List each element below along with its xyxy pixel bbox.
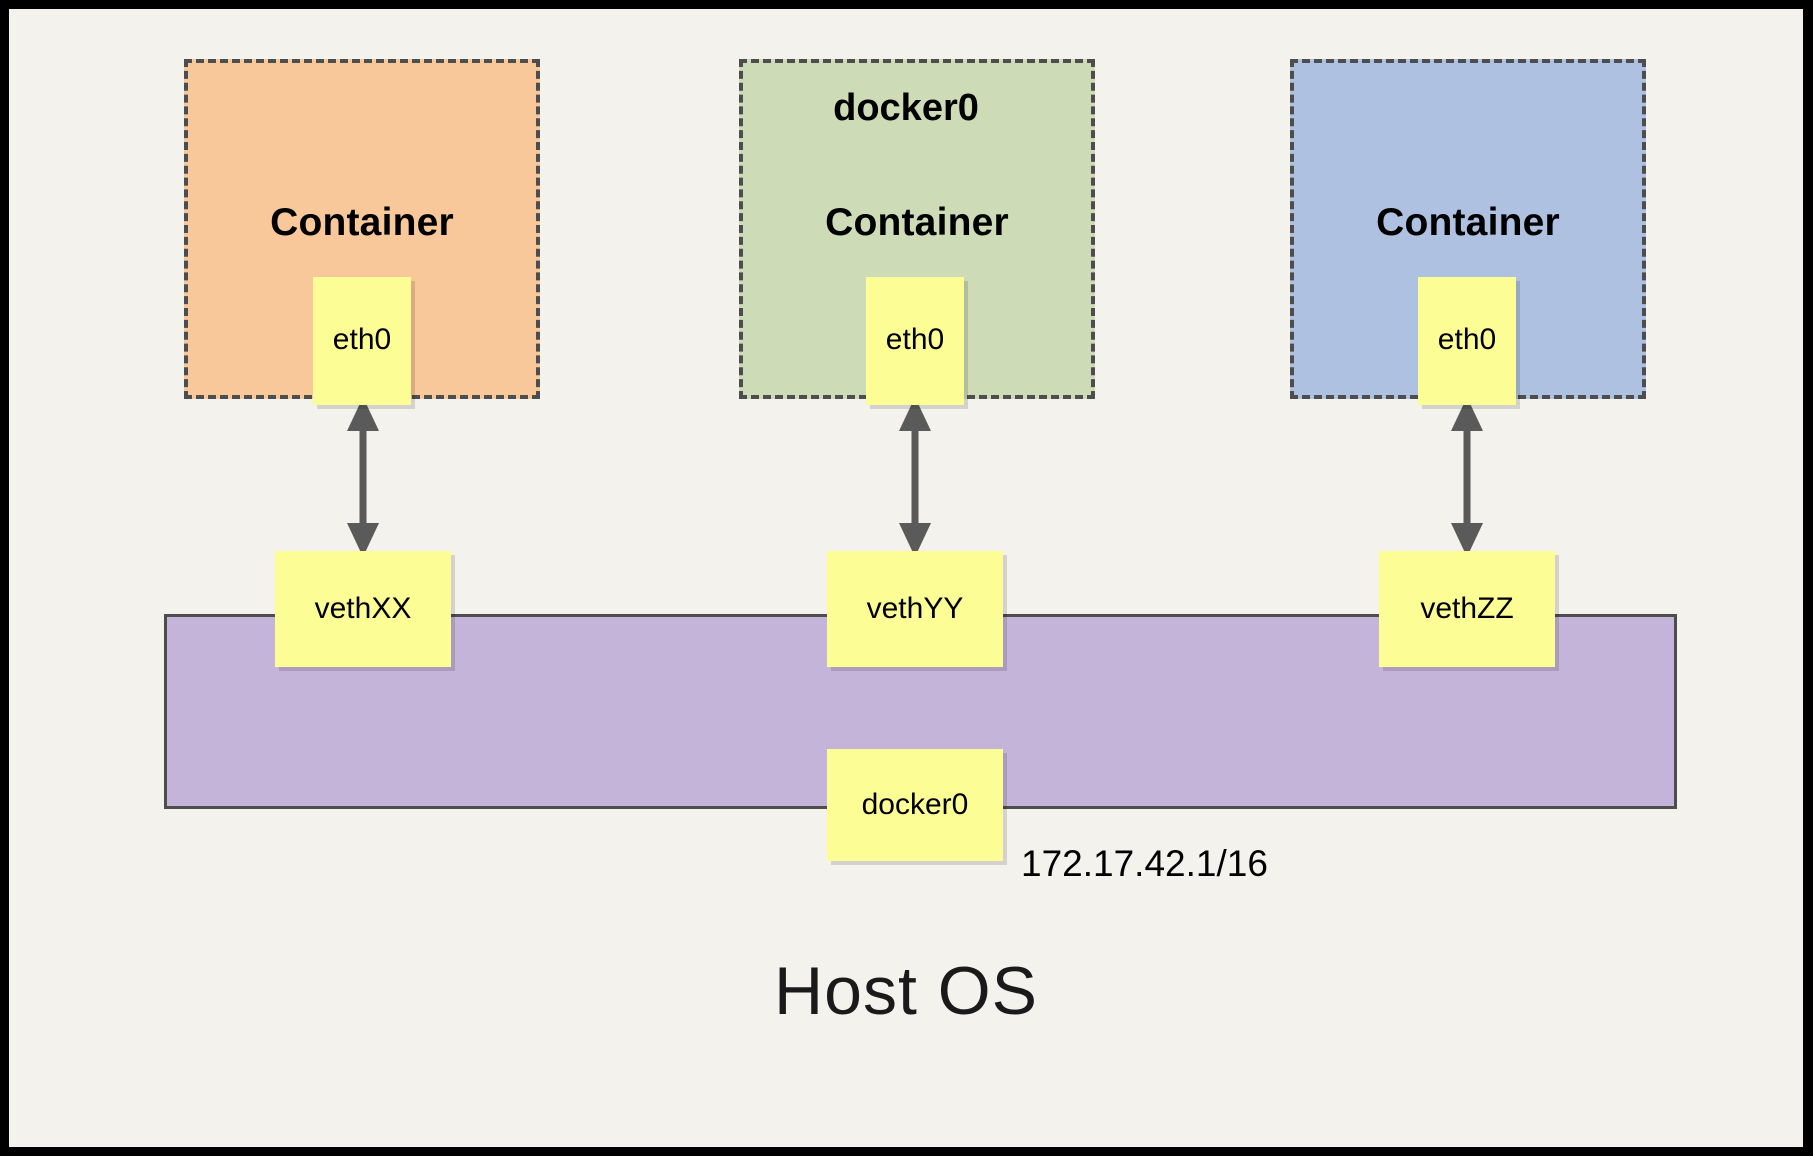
docker0-bridge-label: docker0 bbox=[833, 87, 979, 129]
veth-chip-2[interactable]: vethYY bbox=[827, 551, 1003, 667]
double-headed-arrow-icon-3 bbox=[1451, 397, 1483, 557]
container-title-3: Container bbox=[1376, 201, 1560, 244]
veth-chip-3[interactable]: vethZZ bbox=[1379, 551, 1555, 667]
veth-chip-1[interactable]: vethXX bbox=[275, 551, 451, 667]
host-os-canvas: Container Container Container eth0 eth0 … bbox=[9, 9, 1803, 1147]
container-title-2: Container bbox=[825, 201, 1009, 244]
docker0-ip-label: 172.17.42.1/16 bbox=[1021, 843, 1268, 884]
eth0-chip-2[interactable]: eth0 bbox=[866, 277, 964, 405]
host-os-label: Host OS bbox=[774, 953, 1038, 1029]
eth0-chip-1[interactable]: eth0 bbox=[313, 277, 411, 405]
container-title-1: Container bbox=[270, 201, 454, 244]
double-headed-arrow-icon-1 bbox=[347, 397, 379, 557]
eth0-chip-3[interactable]: eth0 bbox=[1418, 277, 1516, 405]
docker0-interface-chip[interactable]: docker0 bbox=[827, 749, 1003, 861]
double-headed-arrow-icon-2 bbox=[899, 397, 931, 557]
